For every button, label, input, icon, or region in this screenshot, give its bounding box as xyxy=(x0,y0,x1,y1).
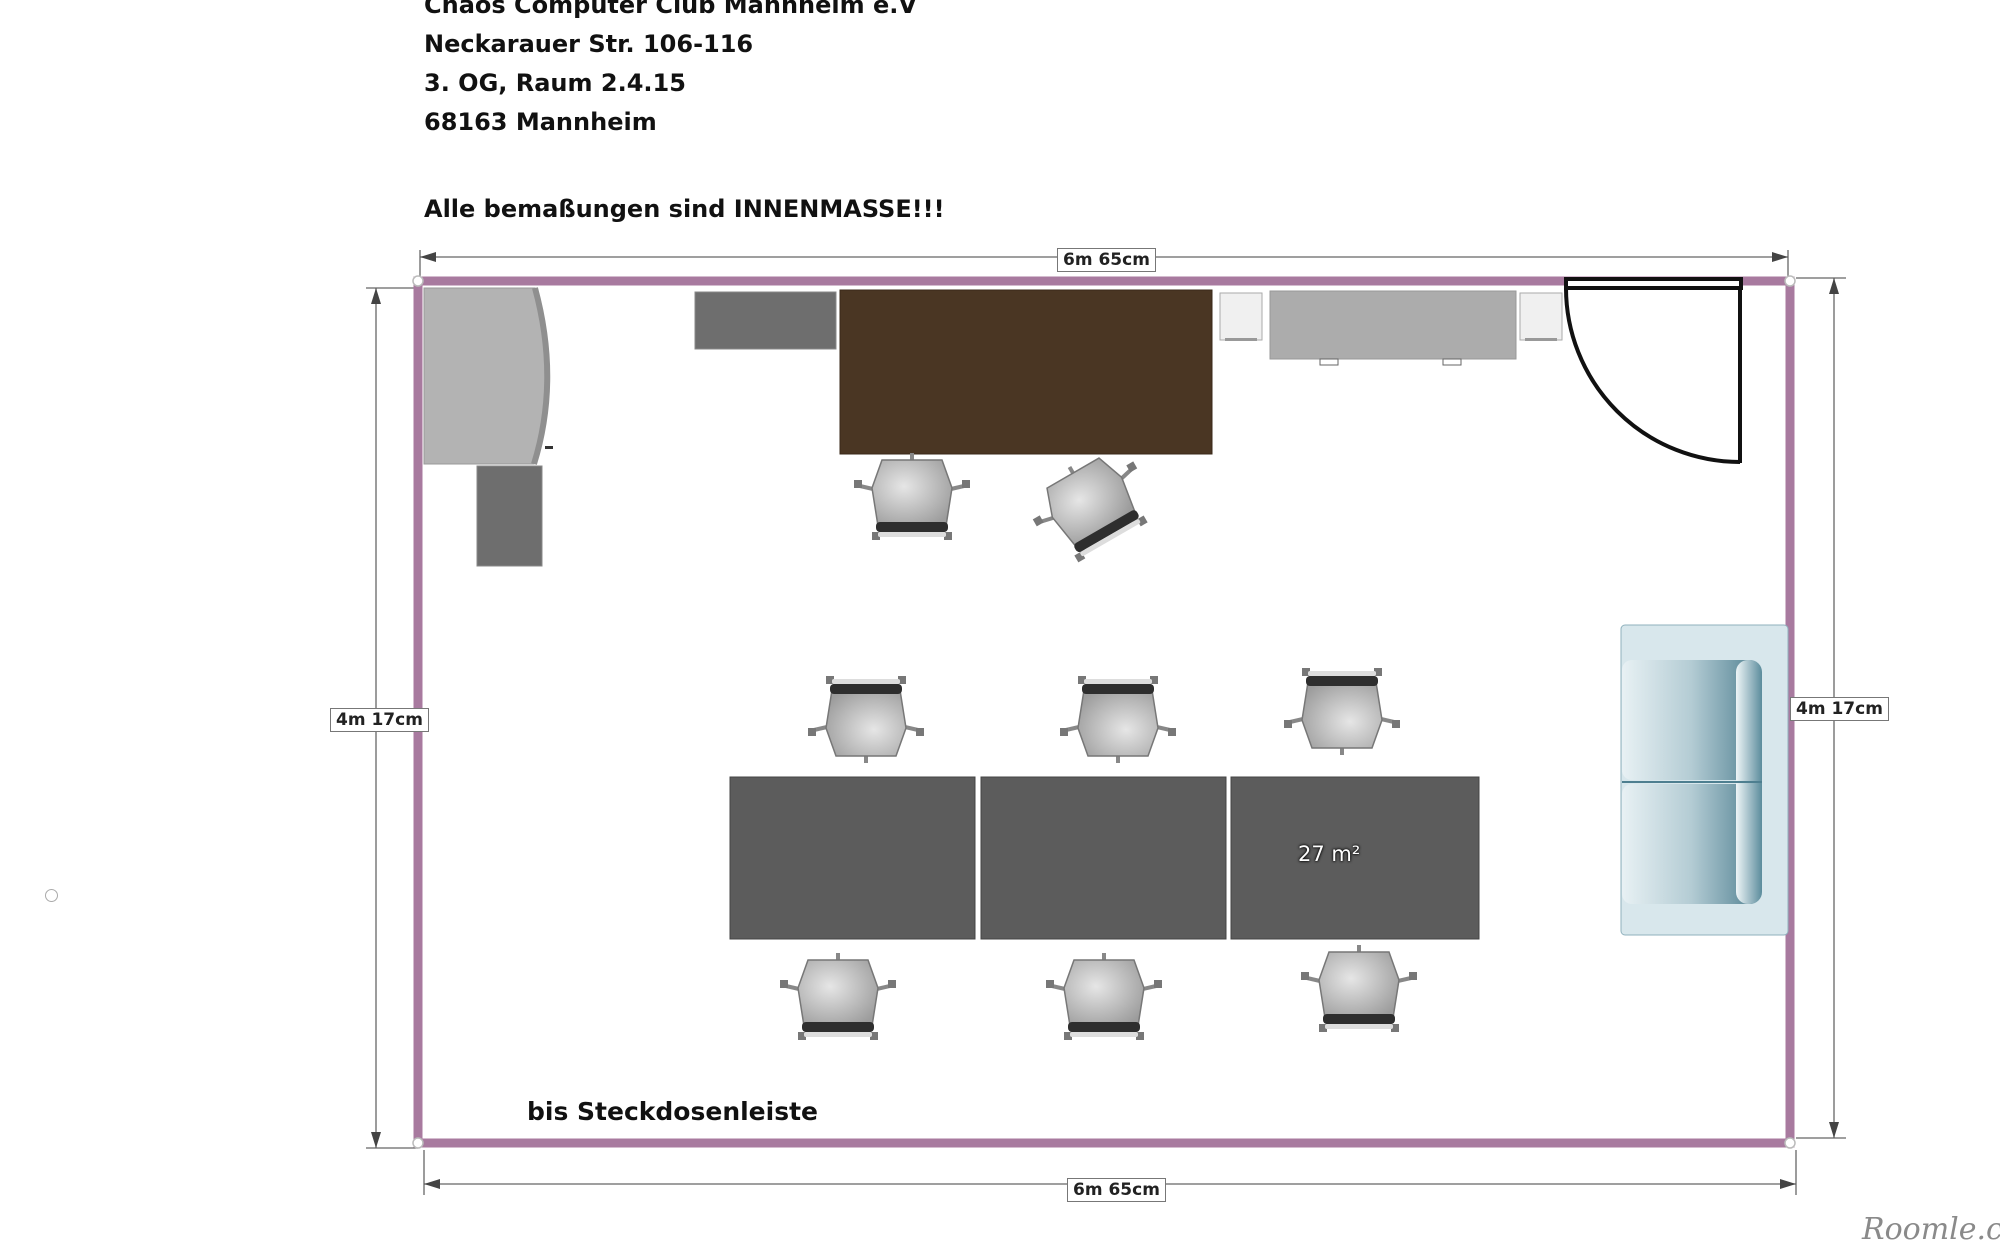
table-3 xyxy=(1230,776,1480,940)
address-line-4: 68163 Mannheim xyxy=(424,108,657,136)
roomle-logo: Roomle.com xyxy=(1862,1212,2000,1247)
dim-label-top: 6m 65cm xyxy=(1057,248,1156,272)
dim-label-right: 4m 17cm xyxy=(1790,697,1889,721)
address-line-2: Neckarauer Str. 106-116 xyxy=(424,30,754,58)
sofa xyxy=(1620,624,1789,936)
address-block: Chaos Computer Club Mannheim e.V Neckara… xyxy=(424,0,917,142)
resize-handle[interactable] xyxy=(45,889,58,902)
side-cabinet-1 xyxy=(1219,292,1263,341)
dim-label-bottom: 6m 65cm xyxy=(1067,1178,1166,1202)
door xyxy=(1564,277,1743,464)
outlet-note: bis Steckdosenleiste xyxy=(527,1097,818,1126)
address-line-1: Chaos Computer Club Mannheim e.V xyxy=(424,0,917,19)
table-2 xyxy=(980,776,1227,940)
address-line-3: 3. OG, Raum 2.4.15 xyxy=(424,69,686,97)
small-gray-box xyxy=(476,465,543,567)
sideboard xyxy=(1269,290,1517,360)
area-label: 27 m² xyxy=(1298,842,1361,866)
side-cabinet-2 xyxy=(1519,292,1563,341)
dark-desk xyxy=(839,289,1213,455)
dimension-note: Alle bemaßungen sind INNENMASSE!!! xyxy=(424,195,945,223)
corner-cabinet xyxy=(423,287,548,465)
dim-label-left: 4m 17cm xyxy=(330,708,429,732)
table-1 xyxy=(729,776,976,940)
top-gray-box xyxy=(694,291,837,350)
